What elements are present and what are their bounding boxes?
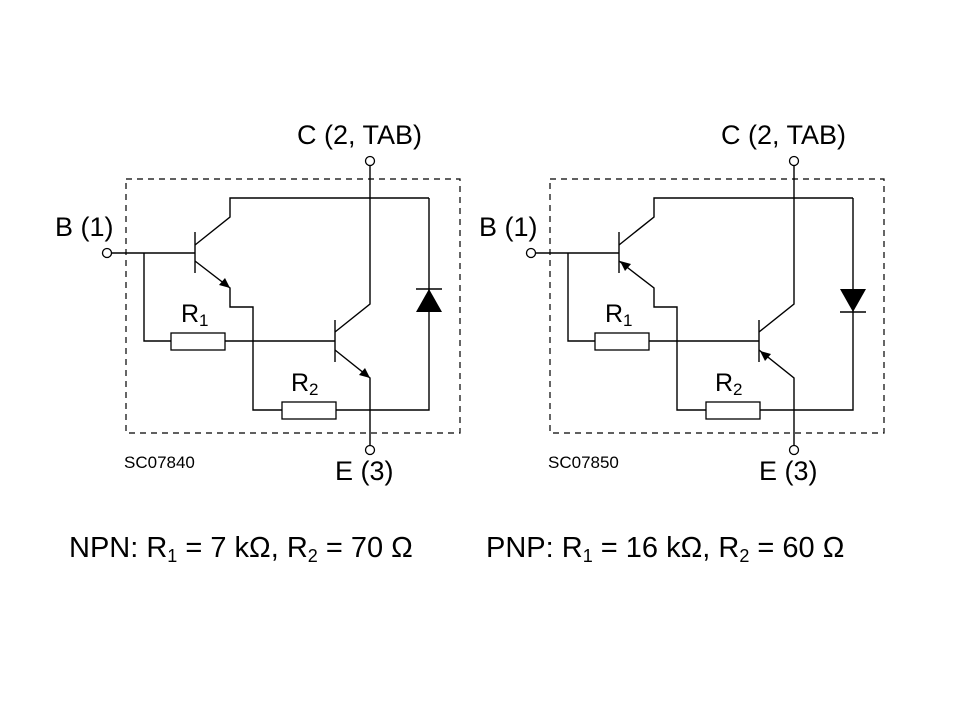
caption-subscript: 2 bbox=[307, 546, 318, 566]
caption-text: = 16 kΩ, R bbox=[592, 532, 740, 564]
r2-label-subscript: 2 bbox=[309, 380, 318, 399]
npn-resistor-values-caption: NPN: R1 = 7 kΩ, R2 = 70 Ω bbox=[69, 532, 413, 567]
q2-emitter-wire bbox=[758, 349, 795, 445]
r2-label: R bbox=[715, 369, 733, 397]
emitter-label: E (3) bbox=[335, 456, 394, 486]
base-label: B (1) bbox=[479, 212, 538, 242]
q2-emitter-arrow-icon bbox=[760, 351, 771, 361]
q2-emitter-wire bbox=[334, 349, 371, 445]
caption-text: = 60 Ω bbox=[749, 532, 845, 564]
r1-label-subscript: 1 bbox=[199, 311, 208, 330]
collector-terminal bbox=[788, 155, 800, 167]
r2-to-diode-wire bbox=[760, 198, 854, 411]
q1-collector-wire bbox=[618, 197, 853, 246]
q2-collector-wire bbox=[758, 166, 795, 333]
collector-terminal bbox=[364, 155, 376, 167]
caption-subscript: 1 bbox=[582, 546, 593, 566]
q1-collector-wire bbox=[194, 197, 429, 246]
base-terminal bbox=[525, 247, 537, 259]
r1-resistor bbox=[170, 332, 226, 351]
emitter-label: E (3) bbox=[759, 456, 818, 486]
package-outline bbox=[125, 178, 461, 434]
q1-emitter-wire bbox=[618, 260, 706, 411]
r1-label-subscript: 1 bbox=[623, 311, 632, 330]
caption-text: = 7 kΩ, R bbox=[177, 532, 308, 564]
r2-label: R bbox=[291, 369, 309, 397]
r2-resistor bbox=[705, 401, 761, 420]
collector-label: C (2, TAB) bbox=[297, 120, 422, 150]
q2-collector-wire bbox=[334, 166, 371, 333]
caption-text: = 70 Ω bbox=[317, 532, 413, 564]
pnp-resistor-values-caption: PNP: R1 = 16 kΩ, R2 = 60 Ω bbox=[486, 532, 844, 567]
emitter-terminal bbox=[364, 444, 376, 456]
r2-resistor bbox=[281, 401, 337, 420]
caption-subscript: 1 bbox=[167, 546, 178, 566]
q1-emitter-arrow-icon bbox=[620, 261, 631, 271]
caption-subscript: 2 bbox=[739, 546, 750, 566]
caption-text: NPN: R bbox=[69, 532, 168, 564]
figure-code: SC07840 bbox=[124, 453, 195, 472]
package-outline bbox=[549, 178, 885, 434]
base-to-r1-wire bbox=[567, 253, 595, 342]
r2-label-subscript: 2 bbox=[733, 380, 742, 399]
diode-icon bbox=[840, 289, 866, 312]
q1-emitter-arrow-icon bbox=[219, 278, 230, 288]
q2-emitter-arrow-icon bbox=[359, 368, 370, 378]
base-terminal bbox=[101, 247, 113, 259]
base-label: B (1) bbox=[55, 212, 114, 242]
figure-code: SC07850 bbox=[548, 453, 619, 472]
diode-icon bbox=[416, 289, 442, 312]
collector-label: C (2, TAB) bbox=[721, 120, 846, 150]
caption-text: PNP: R bbox=[486, 532, 583, 564]
r1-label: R bbox=[605, 300, 623, 328]
r2-to-diode-wire bbox=[336, 198, 430, 411]
r1-resistor bbox=[594, 332, 650, 351]
base-to-r1-wire bbox=[143, 253, 171, 342]
emitter-terminal bbox=[788, 444, 800, 456]
r1-label: R bbox=[181, 300, 199, 328]
